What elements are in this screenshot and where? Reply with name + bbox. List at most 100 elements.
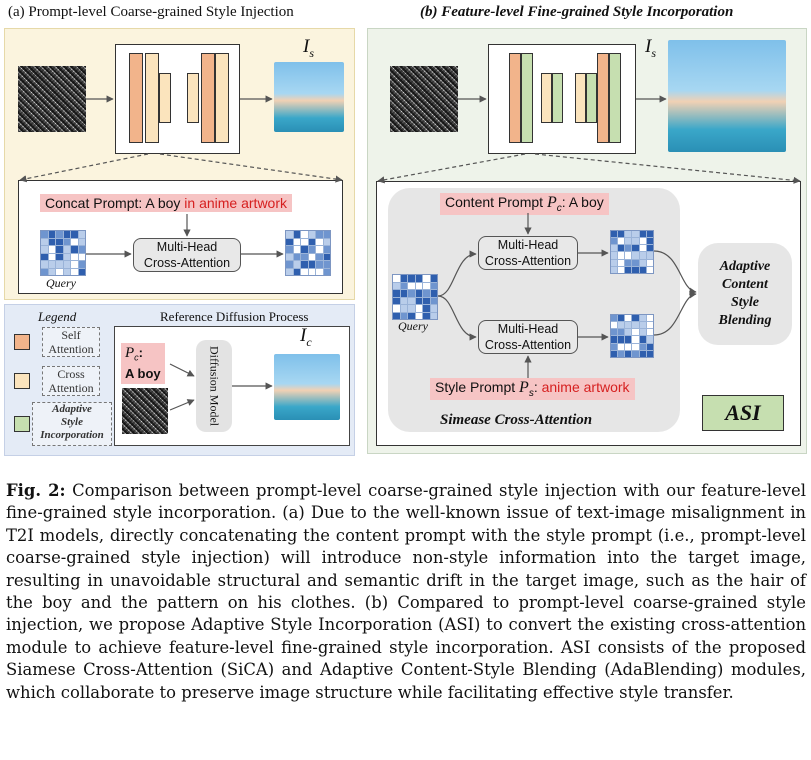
matrix-cell [308, 246, 315, 253]
unet-b [488, 44, 636, 154]
matrix-cell [639, 350, 646, 357]
matrix-cell [632, 322, 639, 329]
matrix-cell [625, 259, 632, 266]
matrix-cell [286, 246, 293, 253]
matrix-cell [618, 315, 625, 322]
matrix-cell [301, 238, 308, 245]
matrix-cell [41, 261, 48, 268]
matrix-cell [632, 315, 639, 322]
matrix-cell [41, 238, 48, 245]
matrix-cell [625, 322, 632, 329]
caption-label: Fig. 2: [6, 481, 66, 500]
matrix-cell [56, 253, 63, 260]
reference-output-image [274, 354, 340, 420]
content-prompt: Content Prompt Pc: A boy [440, 193, 609, 215]
legend-swatch-self [14, 334, 30, 350]
matrix-cell [400, 290, 407, 297]
arrow [437, 250, 477, 297]
output-matrix-a [285, 230, 331, 276]
style-output-matrix [610, 314, 654, 358]
matrix-cell [632, 231, 639, 238]
arrow [653, 291, 697, 336]
diffusion-model-label: Diffusion Model [207, 345, 222, 427]
matrix-cell [400, 282, 407, 289]
noise-image-b [390, 66, 458, 132]
matrix-cell [323, 238, 330, 245]
matrix-cell [632, 266, 639, 273]
matrix-cell [415, 305, 422, 312]
matrix-cell [408, 297, 415, 304]
matrix-cell [400, 275, 407, 282]
matrix-cell [56, 261, 63, 268]
matrix-cell [408, 275, 415, 282]
matrix-cell [639, 259, 646, 266]
matrix-cell [41, 268, 48, 275]
matrix-cell [639, 245, 646, 252]
adaptive-blending-block: Adaptive Content Style Blending [698, 243, 792, 345]
diffusion-model-block: Diffusion Model [196, 340, 232, 432]
matrix-cell [415, 275, 422, 282]
cross-attention-block [541, 73, 552, 123]
matrix-cell [71, 253, 78, 260]
matrix-cell [56, 268, 63, 275]
matrix-cell [316, 231, 323, 238]
matrix-cell [400, 305, 407, 312]
connector-layer [19, 95, 801, 411]
panel-a-title: (a) Prompt-level Coarse-grained Style In… [8, 4, 294, 20]
matrix-cell [408, 290, 415, 297]
matrix-cell [611, 315, 618, 322]
matrix-cell [415, 297, 422, 304]
arrow [437, 295, 477, 341]
asi-block [521, 53, 533, 143]
self-attention-block [201, 53, 215, 143]
matrix-cell [78, 231, 85, 238]
matrix-cell [646, 322, 653, 329]
matrix-cell [308, 261, 315, 268]
matrix-cell [308, 231, 315, 238]
matrix-cell [639, 315, 646, 322]
matrix-cell [78, 268, 85, 275]
matrix-cell [611, 336, 618, 343]
matrix-cell [639, 322, 646, 329]
matrix-cell [430, 312, 437, 319]
matrix-cell [56, 238, 63, 245]
legend-cross-attention: Cross Attention [42, 366, 100, 396]
matrix-cell [646, 245, 653, 252]
asi-block [586, 73, 597, 123]
matrix-cell [618, 336, 625, 343]
self-attention-block [129, 53, 143, 143]
matrix-cell [316, 246, 323, 253]
matrix-cell [611, 245, 618, 252]
matrix-cell [323, 268, 330, 275]
matrix-cell [611, 329, 618, 336]
matrix-cell [632, 259, 639, 266]
matrix-cell [618, 231, 625, 238]
matrix-cell [430, 275, 437, 282]
query-label-b: Query [398, 319, 428, 333]
matrix-cell [48, 246, 55, 253]
matrix-cell [78, 253, 85, 260]
matrix-cell [63, 238, 70, 245]
matrix-cell [308, 238, 315, 245]
reference-prompt: Pc: A boy [121, 343, 165, 384]
matrix-cell [639, 336, 646, 343]
matrix-cell [646, 350, 653, 357]
zoom-line [159, 153, 343, 183]
matrix-cell [78, 238, 85, 245]
matrix-cell [625, 350, 632, 357]
asi-block [552, 73, 563, 123]
matrix-cell [611, 259, 618, 266]
query-matrix-b [392, 274, 438, 320]
matrix-cell [646, 231, 653, 238]
matrix-cell [632, 350, 639, 357]
matrix-cell [430, 282, 437, 289]
matrix-cell [646, 259, 653, 266]
matrix-cell [393, 312, 400, 319]
panel-b-title: (b) Feature-level Fine-grained Style Inc… [420, 4, 734, 20]
matrix-cell [48, 268, 55, 275]
reference-title: Reference Diffusion Process [160, 309, 309, 324]
matrix-cell [625, 343, 632, 350]
matrix-cell [423, 275, 430, 282]
matrix-cell [48, 238, 55, 245]
